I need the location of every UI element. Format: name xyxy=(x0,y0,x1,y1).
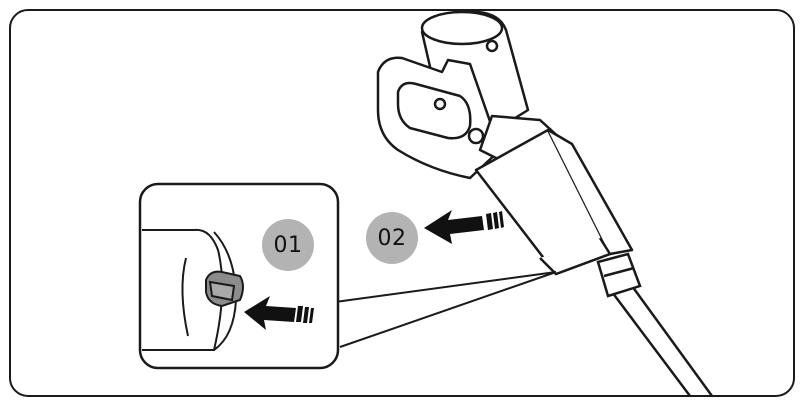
callout-lines xyxy=(334,271,557,348)
step-label-02: 02 xyxy=(377,225,407,251)
push-arrow-icon xyxy=(244,296,314,330)
step-badge-02: 02 xyxy=(366,212,418,264)
extension-tube-icon xyxy=(596,252,714,397)
release-button-icon xyxy=(205,270,244,308)
step-badge-01: 01 xyxy=(262,219,314,271)
pull-arrow-icon xyxy=(424,210,504,244)
outer-frame xyxy=(9,9,795,397)
handheld-vacuum-handle-icon xyxy=(376,10,634,276)
step-label-01: 01 xyxy=(273,232,303,258)
